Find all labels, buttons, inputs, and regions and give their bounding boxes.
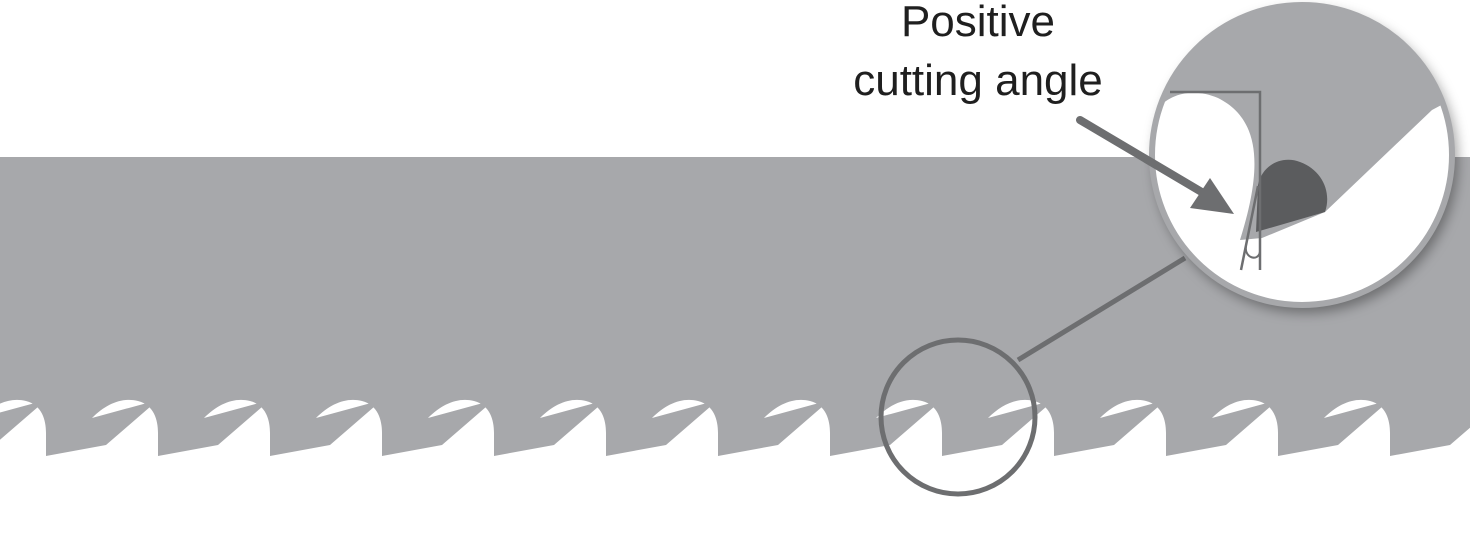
angle-arc [1244, 245, 1261, 259]
magnifier [1149, 2, 1455, 308]
magnifier-rim [1149, 2, 1455, 308]
cutting-face-line [1239, 185, 1260, 271]
label-positive: Positive [901, 0, 1055, 46]
detail-circle [878, 337, 1038, 497]
saw-blade-body [0, 157, 1470, 456]
chip [1256, 159, 1328, 232]
pointer-arrow [1076, 116, 1234, 214]
reference-line [1170, 90, 1262, 270]
label-cutting-angle: cutting angle [853, 56, 1103, 105]
connector-line [1016, 255, 1187, 363]
magnified-tooth [1154, 7, 1450, 240]
